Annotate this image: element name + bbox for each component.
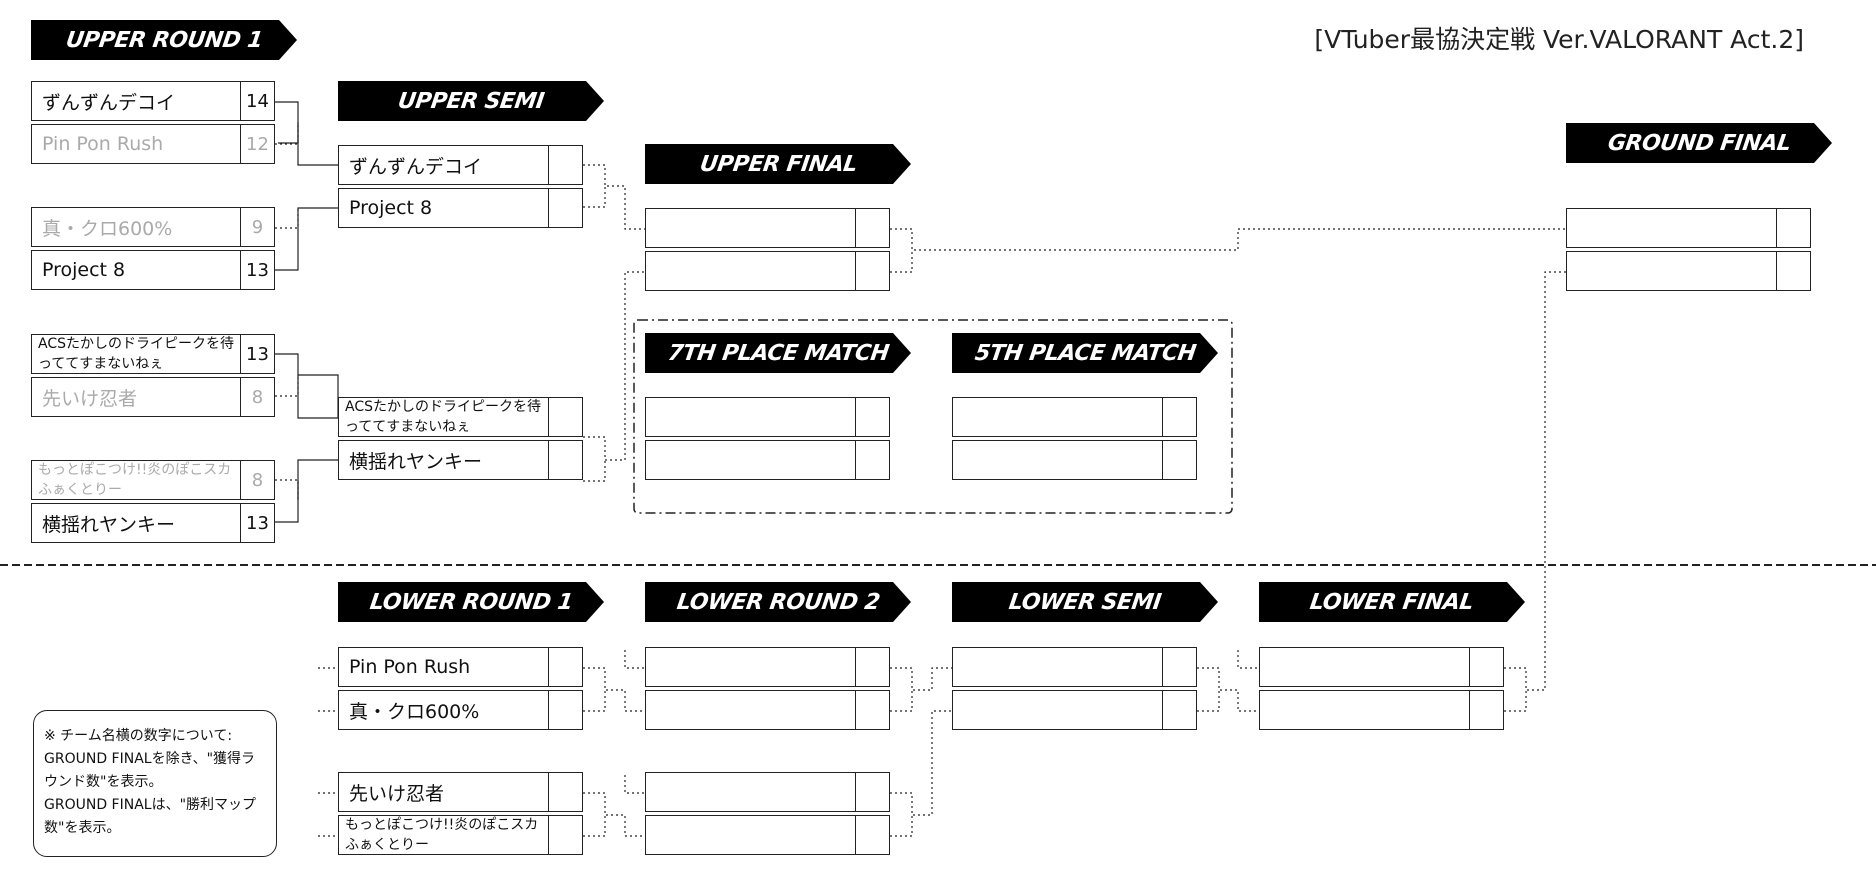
score — [855, 398, 889, 436]
score — [548, 398, 582, 436]
score — [855, 209, 889, 247]
score — [1162, 691, 1196, 729]
team-slot: 横揺れヤンキー 13 — [31, 503, 275, 543]
score: 8 — [240, 461, 274, 499]
score-note: ※ チーム名横の数字について: GROUND FINALを除き、"獲得ラウンド数… — [33, 710, 277, 857]
banner-lower-semi: LOWER SEMI — [952, 582, 1218, 622]
banner-7th-place: 7TH PLACE MATCH — [645, 333, 911, 373]
score — [855, 816, 889, 854]
note-line-1: ※ チーム名横の数字について: — [44, 728, 233, 744]
banner-lower-round-1: LOWER ROUND 1 — [338, 582, 604, 622]
score: 12 — [240, 125, 274, 163]
team-name: 先いけ忍者 — [349, 782, 445, 805]
score — [855, 252, 889, 290]
team-slot — [952, 440, 1197, 480]
banner-upper-round-1: UPPER ROUND 1 — [31, 20, 297, 60]
team-slot: もっとぽこつけ!!炎のぽこスカふぁくとりー — [338, 815, 583, 855]
team-slot — [1566, 251, 1811, 291]
score — [855, 648, 889, 686]
team-slot — [1566, 208, 1811, 248]
team-slot: 先いけ忍者 — [338, 772, 583, 812]
team-name: Pin Pon Rush — [42, 133, 164, 155]
team-slot — [952, 690, 1197, 730]
score — [855, 441, 889, 479]
team-name: ACSたかしのドライピークを待っててすまないねぇ — [345, 399, 541, 435]
banner-lower-final: LOWER FINAL — [1259, 582, 1525, 622]
team-name: 横揺れヤンキー — [349, 450, 483, 473]
team-slot: 横揺れヤンキー — [338, 440, 583, 480]
score: 14 — [240, 82, 274, 120]
banner-ground-final: GROUND FINAL — [1566, 123, 1832, 163]
banner-upper-final: UPPER FINAL — [645, 144, 911, 184]
tournament-title: [VTuber最協決定戦 Ver.VALORANT Act.2] — [1314, 25, 1804, 54]
score — [855, 773, 889, 811]
score: 13 — [240, 251, 274, 289]
team-slot: Pin Pon Rush 12 — [31, 124, 275, 164]
team-slot: 先いけ忍者 8 — [31, 377, 275, 417]
team-name: ACSたかしのドライピークを待っててすまないねぇ — [38, 336, 234, 372]
team-slot: ずんずんデコイ 14 — [31, 81, 275, 121]
team-name: ずんずんデコイ — [42, 91, 176, 114]
score: 8 — [240, 378, 274, 416]
banner-5th-place: 5TH PLACE MATCH — [952, 333, 1218, 373]
score: 9 — [240, 208, 274, 246]
team-slot — [645, 647, 890, 687]
score — [1776, 252, 1810, 290]
team-name: 先いけ忍者 — [42, 387, 138, 410]
score — [1162, 441, 1196, 479]
score — [1162, 398, 1196, 436]
score: 13 — [240, 504, 274, 542]
score — [855, 691, 889, 729]
team-slot — [645, 440, 890, 480]
score — [1776, 209, 1810, 247]
team-name: もっとぽこつけ!!炎のぽこスカふぁくとりー — [345, 817, 539, 853]
team-slot — [1259, 647, 1504, 687]
team-slot: ずんずんデコイ — [338, 145, 583, 185]
score — [548, 441, 582, 479]
team-slot — [1259, 690, 1504, 730]
score — [548, 816, 582, 854]
score — [548, 691, 582, 729]
team-name: 真・クロ600% — [349, 700, 480, 723]
score — [548, 146, 582, 184]
team-slot: 真・クロ600% — [338, 690, 583, 730]
team-slot: Pin Pon Rush — [338, 647, 583, 687]
team-slot — [952, 397, 1197, 437]
team-slot: Project 8 — [338, 188, 583, 228]
score — [1469, 691, 1503, 729]
team-name: Project 8 — [42, 259, 126, 281]
team-slot: ACSたかしのドライピークを待っててすまないねぇ — [338, 397, 583, 437]
team-slot — [645, 251, 890, 291]
score: 13 — [240, 335, 274, 373]
banner-lower-round-2: LOWER ROUND 2 — [645, 582, 911, 622]
score — [548, 773, 582, 811]
team-slot — [645, 690, 890, 730]
banner-upper-semi: UPPER SEMI — [338, 81, 604, 121]
team-name: Project 8 — [349, 197, 433, 219]
score — [1469, 648, 1503, 686]
team-slot: 真・クロ600% 9 — [31, 207, 275, 247]
score — [548, 648, 582, 686]
note-line-3: GROUND FINALは、"勝利マップ数"を表示。 — [44, 797, 257, 836]
team-slot — [645, 397, 890, 437]
team-name: Pin Pon Rush — [349, 656, 471, 678]
score — [548, 189, 582, 227]
team-slot — [645, 815, 890, 855]
team-slot — [645, 208, 890, 248]
team-name: 真・クロ600% — [42, 217, 173, 240]
team-name: ずんずんデコイ — [349, 155, 483, 178]
team-slot — [952, 647, 1197, 687]
team-slot: Project 8 13 — [31, 250, 275, 290]
team-slot — [645, 772, 890, 812]
team-name: 横揺れヤンキー — [42, 513, 176, 536]
team-name: もっとぽこつけ!!炎のぽこスカふぁくとりー — [38, 462, 232, 498]
note-line-2: GROUND FINALを除き、"獲得ラウンド数"を表示。 — [44, 751, 256, 790]
score — [1162, 648, 1196, 686]
